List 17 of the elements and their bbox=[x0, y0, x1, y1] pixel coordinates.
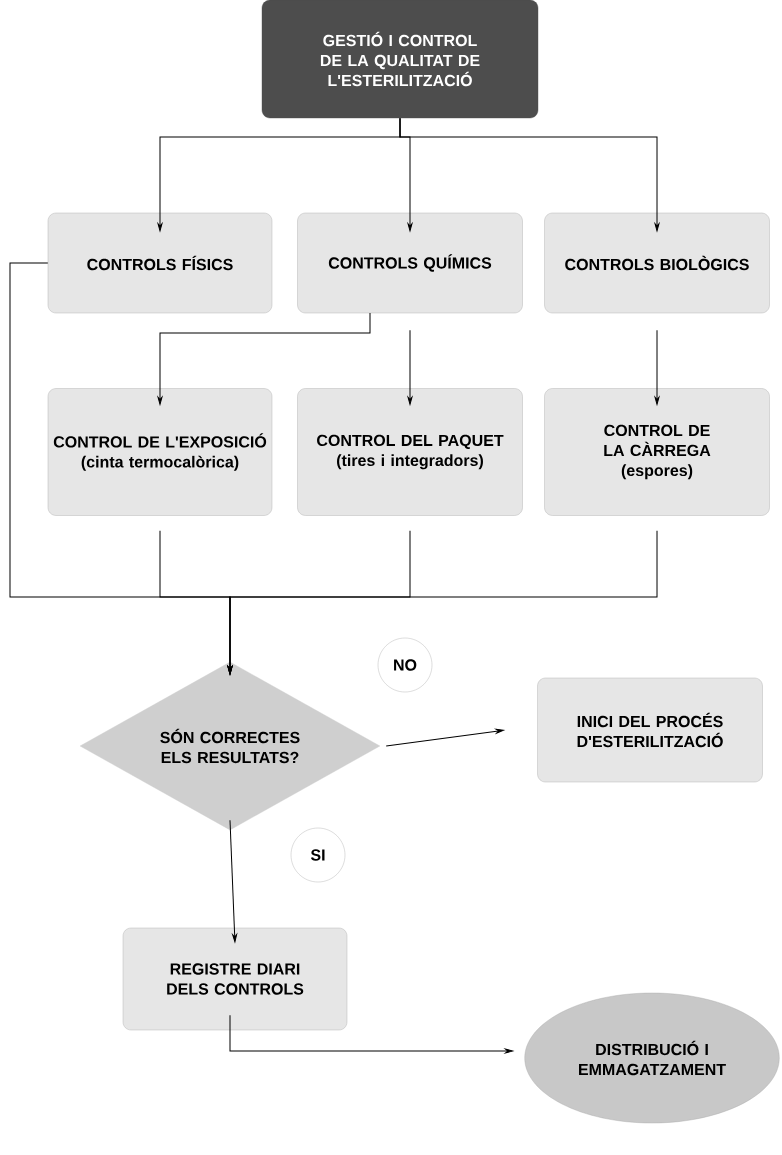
process-box: CONTROLS BIOLÒGICS bbox=[544, 212, 770, 314]
process-box: CONTROLS QUÍMICS bbox=[297, 212, 523, 314]
process-box: CONTROL DE L'EXPOSICIÓ (cinta termocalòrica) bbox=[47, 388, 273, 516]
arrow bbox=[229, 819, 238, 943]
arrow bbox=[227, 530, 658, 675]
arrow bbox=[399, 117, 660, 232]
arrow bbox=[385, 728, 504, 747]
arrow bbox=[654, 329, 660, 405]
title-box: GESTIÓ I CONTROL DE LA QUALITAT DE L'ESTERILITZACIÓ bbox=[261, 0, 539, 119]
process-box: CONTROLS FÍSICS bbox=[47, 212, 273, 314]
arrow bbox=[407, 329, 413, 405]
process-box: CONTROL DE LA CÀRREGA (espores) bbox=[544, 388, 770, 516]
process-box: REGISTRE DIARI DELS CONTROLS bbox=[122, 927, 348, 1031]
arrow bbox=[229, 1014, 514, 1054]
process-box: CONTROL DEL PAQUET (tires i integradors) bbox=[297, 388, 523, 516]
arrow bbox=[157, 312, 371, 405]
process-box: INICI DEL PROCÉS D'ESTERILITZACIÓ bbox=[537, 677, 763, 783]
